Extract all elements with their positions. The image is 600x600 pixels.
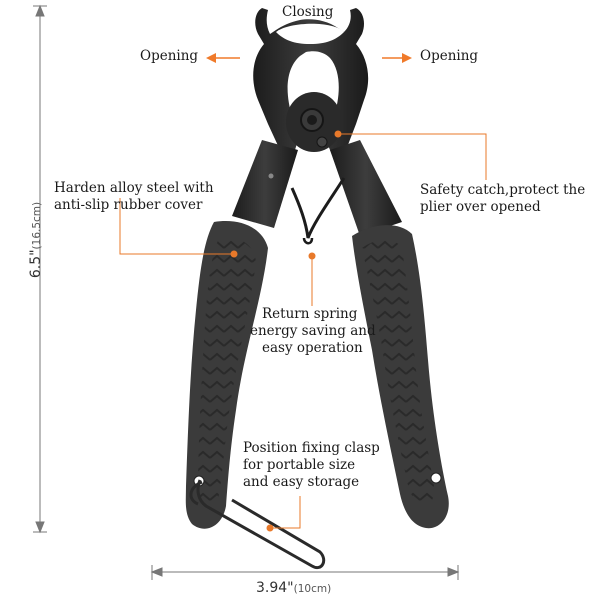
clasp-label-line1: Position fixing clasp bbox=[243, 440, 380, 456]
position-fixing-clasp bbox=[189, 479, 326, 569]
pointer-dots bbox=[230, 130, 342, 532]
spring-label-line2: energy saving and bbox=[250, 323, 376, 339]
closing-label: Closing bbox=[282, 4, 334, 20]
harden-label: Harden alloy steel with anti-slip rubber… bbox=[54, 180, 214, 214]
clasp-label-line2: for portable size bbox=[243, 457, 356, 473]
spring-label: Return spring energy saving and easy ope… bbox=[250, 306, 376, 357]
clasp-label-line3: and easy storage bbox=[243, 474, 360, 490]
spring-label-line3: easy operation bbox=[262, 340, 363, 356]
height-dimension-label: 6.5"(16.5cm) bbox=[28, 170, 44, 310]
opening-arrow-left bbox=[206, 53, 240, 63]
plier-jaws bbox=[253, 8, 369, 160]
harden-label-line2: anti-slip rubber cover bbox=[54, 197, 203, 213]
safety-label-line1: Safety catch,protect the bbox=[420, 182, 586, 198]
height-main: 6.5" bbox=[28, 249, 44, 279]
clasp-label: Position fixing clasp for portable size … bbox=[243, 440, 380, 491]
height-sub: (16.5cm) bbox=[31, 201, 43, 250]
width-dimension-label: 3.94"(10cm) bbox=[256, 580, 331, 596]
pointer-lines bbox=[119, 133, 487, 529]
return-spring bbox=[290, 177, 346, 245]
spring-label-line1: Return spring bbox=[262, 306, 358, 322]
safety-label-line2: plier over opened bbox=[420, 199, 541, 215]
opening-arrow-right bbox=[382, 53, 412, 63]
width-main: 3.94" bbox=[256, 580, 294, 596]
right-handle bbox=[352, 225, 449, 529]
opening-right-label: Opening bbox=[420, 48, 479, 64]
height-dimension bbox=[33, 4, 47, 534]
plier-arms bbox=[232, 140, 402, 236]
safety-label: Safety catch,protect the plier over open… bbox=[420, 182, 585, 216]
opening-left-label: Opening bbox=[140, 48, 199, 64]
harden-label-line1: Harden alloy steel with bbox=[54, 180, 214, 196]
width-dimension bbox=[150, 565, 460, 580]
width-sub: (10cm) bbox=[293, 583, 332, 595]
